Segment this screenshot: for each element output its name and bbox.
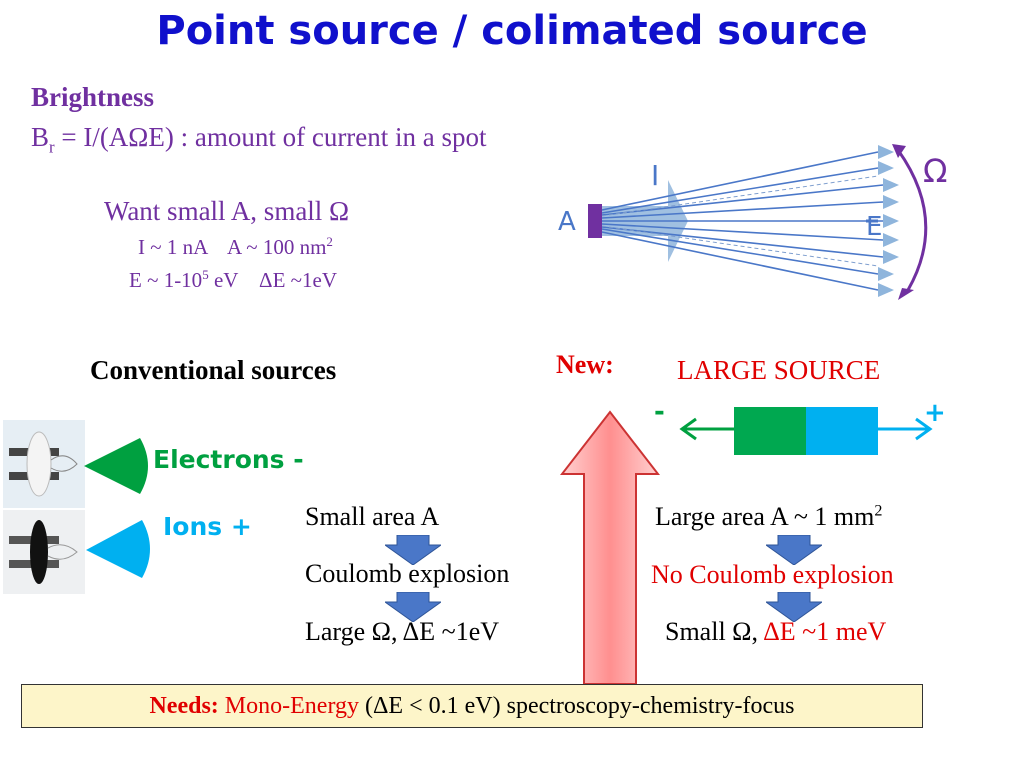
beam-label-a: A [558,207,576,237]
beam-divergence-diagram: A I Ω E [558,144,947,300]
big-up-arrow-icon [560,410,660,685]
omega-arc [896,149,928,291]
beam-rays [601,151,884,291]
electron-cone-icon [84,438,148,494]
ion-cone-icon [86,520,150,578]
brightness-formula: Br = I/(AΩE) : amount of current in a sp… [31,122,487,157]
beam-label-i: I [651,159,659,192]
down-arrow-icon [385,535,441,565]
positive-electrode [806,407,878,455]
large-source-heading: LARGE SOURCE [677,355,881,385]
beam-label-omega: Ω [923,152,947,190]
large-area-text: Large area A ~ 1 mm2 [655,502,883,531]
no-coulomb-text: No Coulomb explosion [651,560,894,589]
large-omega-text: Large Ω, ΔE ~1eV [305,617,500,646]
brightness-heading: Brightness [31,82,155,112]
page-title: Point source / colimated source [156,8,868,54]
ion-source-icon [3,510,85,594]
down-arrow-icon [766,592,822,622]
conventional-heading: Conventional sources [90,355,337,385]
negative-electrode [734,407,806,455]
small-area-text: Small area A [305,502,440,531]
new-label: New: [556,350,614,379]
electron-source-icon [3,420,85,508]
down-arrow-icon [766,535,822,565]
needs-box: Needs: Mono-Energy (ΔE < 0.1 eV) spectro… [21,684,923,728]
electrons-label: Electrons - [153,445,304,474]
large-source-block [679,407,933,455]
source-block [588,204,602,238]
beam-label-e: E [866,212,882,242]
minus-sign: - [654,397,665,427]
coulomb-explosion-text: Coulomb explosion [305,559,510,588]
down-arrow-icon [385,592,441,622]
plus-sign: + [924,398,946,428]
want-line: Want small A, small Ω [104,196,350,226]
energy-spec: E ~ 1-105 eV ΔE ~1eV [129,267,337,292]
ions-label: Ions + [163,512,252,541]
small-omega-text: Small Ω, ΔE ~1 meV [665,617,887,646]
current-area-spec: I ~ 1 nA A ~ 100 nm2 [138,234,333,259]
